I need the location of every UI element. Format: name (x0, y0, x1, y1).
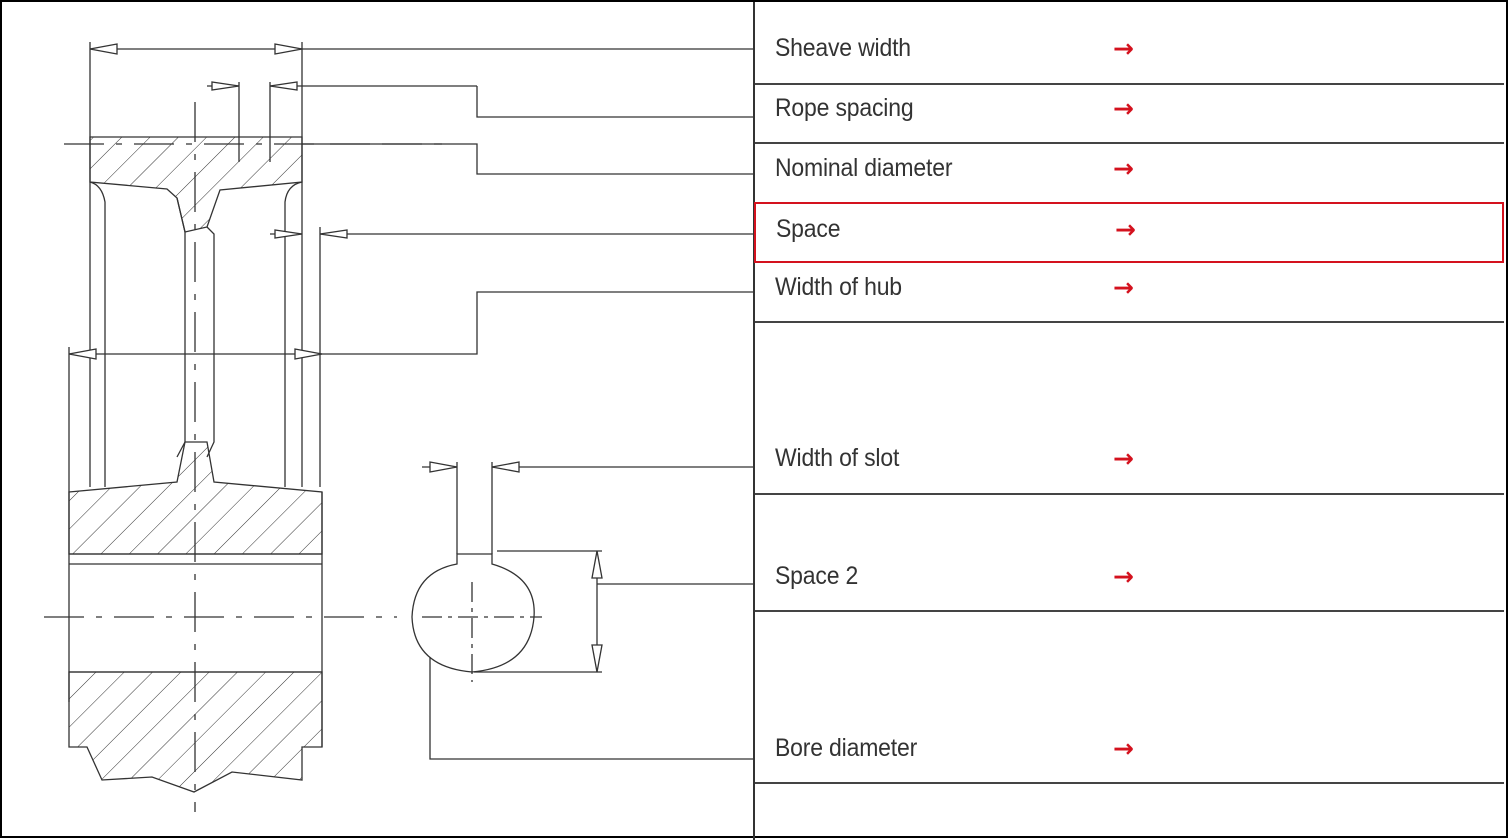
row-label: Width of slot (775, 444, 900, 472)
row-separator (755, 610, 1504, 612)
row-separator (755, 782, 1504, 784)
row-separator (755, 493, 1504, 495)
row-label: Nominal diameter (775, 154, 953, 182)
row-sheave-width[interactable]: Sheave width → (755, 22, 1504, 82)
row-label: Sheave width (775, 34, 911, 62)
arrow-right-icon[interactable]: → (1113, 562, 1134, 591)
row-label: Bore diameter (775, 734, 918, 762)
sheave-technical-drawing (44, 42, 754, 812)
row-label: Space (776, 215, 841, 243)
arrow-right-icon[interactable]: → (1113, 154, 1134, 183)
arrow-right-icon[interactable]: → (1113, 734, 1134, 763)
row-width-of-hub[interactable]: Width of hub → (755, 264, 1504, 320)
arrow-right-icon[interactable]: → (1113, 94, 1134, 123)
web-section (176, 197, 215, 458)
row-separator (755, 321, 1504, 323)
arrow-right-icon[interactable]: → (1113, 444, 1134, 473)
row-bore-diameter[interactable]: Bore diameter → (755, 612, 1504, 782)
row-rope-spacing[interactable]: Rope spacing → (755, 84, 1504, 142)
arrow-right-icon[interactable]: → (1115, 215, 1136, 244)
arrow-right-icon[interactable]: → (1113, 273, 1134, 302)
row-label: Width of hub (775, 273, 902, 301)
bore-keyway-view (411, 553, 535, 673)
row-width-of-slot[interactable]: Width of slot → (755, 323, 1504, 493)
row-space-2[interactable]: Space 2 → (755, 495, 1504, 609)
row-separator (755, 83, 1504, 85)
row-label: Space 2 (775, 562, 859, 590)
row-separator (755, 142, 1504, 144)
row-space[interactable]: Space → (754, 202, 1504, 263)
row-nominal-diameter[interactable]: Nominal diameter → (755, 144, 1504, 202)
arrow-right-icon[interactable]: → (1113, 34, 1134, 63)
column-divider (753, 2, 755, 840)
row-label: Rope spacing (775, 94, 914, 122)
